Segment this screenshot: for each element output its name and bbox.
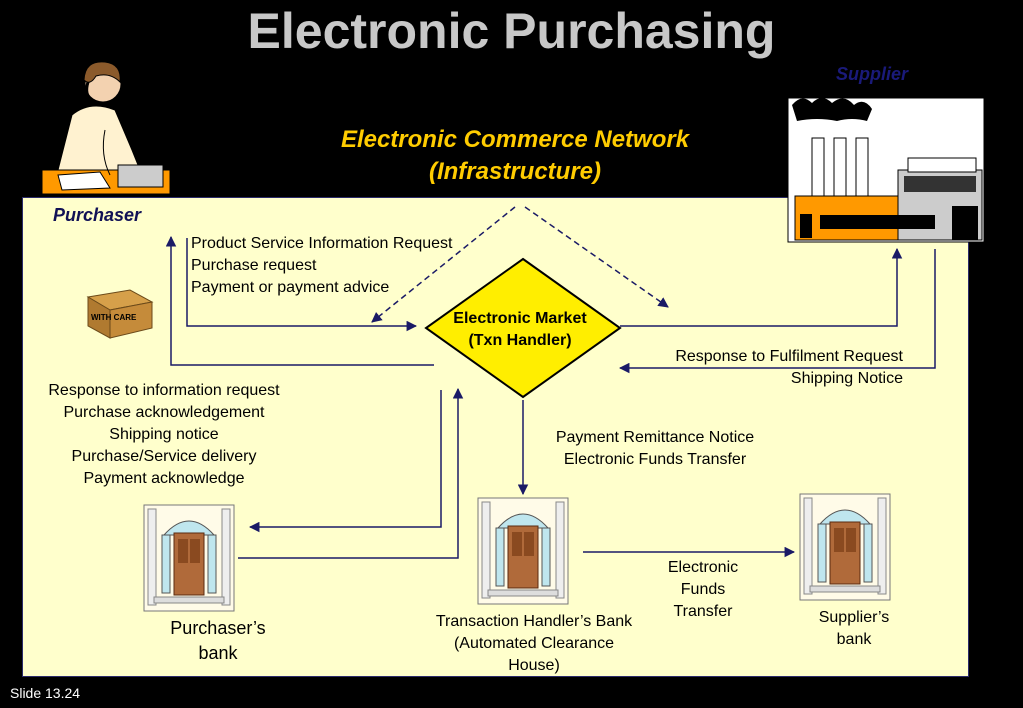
market-line-1: Electronic Market <box>453 310 587 327</box>
arrow-market-to-supplier <box>620 247 903 327</box>
txn-handler-bank-building <box>477 497 569 605</box>
arrow-purchaser-to-market <box>186 238 418 332</box>
arrow-market-to-purchaser-bank <box>248 390 442 533</box>
message-line: Transfer <box>673 603 733 620</box>
network-title-line-1: Electronic Commerce Network <box>340 126 690 153</box>
supplier-bank-building <box>799 493 891 601</box>
bank-label-line: bank <box>198 643 238 663</box>
supplier-to-market-messages: Response to Fulfilment Request Shipping … <box>603 346 903 390</box>
txn-bank-label: Transaction Handler’s Bank (Automated Cl… <box>404 611 664 677</box>
network-title-line-2: (Infrastructure) <box>428 158 602 185</box>
arrow-market-to-purchaser <box>165 235 434 366</box>
message-line: Product Service Information Request <box>191 235 453 252</box>
purchaser-bank-building <box>143 504 235 612</box>
supplier-bank-label: Supplier’s bank <box>794 607 914 651</box>
market-to-purchaser-messages: Response to information request Purchase… <box>24 380 304 490</box>
carton-box-illustration: WITH CARE <box>86 289 154 339</box>
message-line: Purchase request <box>191 257 317 274</box>
message-line: Purchase/Service delivery <box>71 448 257 465</box>
message-line: Response to information request <box>48 382 280 399</box>
electronic-market-diamond <box>424 257 622 399</box>
dashed-link-left <box>371 206 516 323</box>
message-line: Electronic <box>667 559 739 576</box>
bank-label-line: bank <box>836 631 872 648</box>
arrow-purchaser-bank-to-market <box>238 387 464 559</box>
network-title: Electronic Commerce Network (Infrastruct… <box>300 124 730 188</box>
message-line: Electronic Funds Transfer <box>563 451 747 468</box>
message-line: Payment acknowledge <box>83 470 245 487</box>
supplier-label: Supplier <box>836 64 909 84</box>
bank-label-line: (Automated Clearance <box>453 635 615 652</box>
electronic-market-label: Electronic Market (Txn Handler) <box>440 308 600 352</box>
message-line: Payment or payment advice <box>191 279 390 296</box>
market-to-bank-messages: Payment Remittance Notice Electronic Fun… <box>524 427 786 471</box>
bank-label-line: Supplier’s <box>818 609 890 626</box>
bank-label-line: Transaction Handler’s Bank <box>435 613 633 630</box>
purchaser-bank-label: Purchaser’s bank <box>138 616 298 666</box>
purchaser-person-illustration <box>41 61 171 195</box>
eft-label: Electronic Funds Transfer <box>643 557 763 623</box>
dashed-link-right <box>524 206 669 308</box>
market-line-2: (Txn Handler) <box>468 332 572 349</box>
message-line: Shipping notice <box>109 426 219 443</box>
message-line: Funds <box>680 581 726 598</box>
message-line: Payment Remittance Notice <box>555 429 755 446</box>
message-line: Purchase acknowledgement <box>63 404 265 421</box>
message-line: Shipping Notice <box>790 370 903 387</box>
supplier-factory-illustration <box>787 97 985 243</box>
slide-title: Electronic Purchasing <box>247 3 776 59</box>
arrow-supplier-to-market <box>618 249 936 374</box>
bank-label-line: Purchaser’s <box>170 618 266 638</box>
message-line: Response to Fulfilment Request <box>675 348 903 365</box>
purchaser-to-market-messages: Product Service Information Request Purc… <box>191 233 452 299</box>
purchaser-label: Purchaser <box>53 205 142 225</box>
slide-number: Slide 13.24 <box>10 685 81 701</box>
bank-label-line: House) <box>508 657 560 674</box>
carton-text: WITH CARE <box>91 313 137 322</box>
